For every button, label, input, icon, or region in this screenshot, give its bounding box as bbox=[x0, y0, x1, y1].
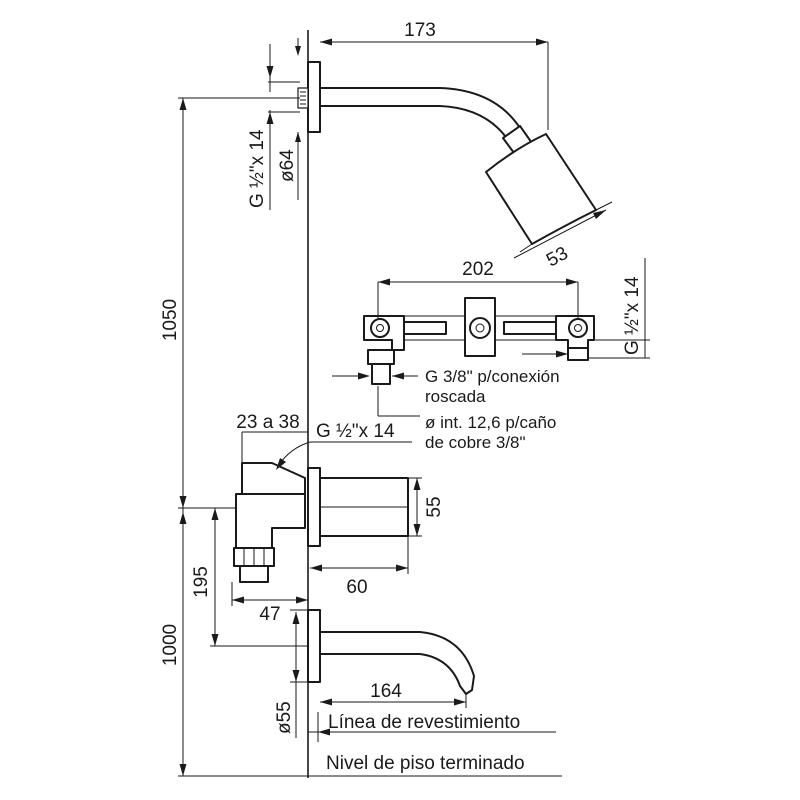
center-valve-port bbox=[469, 317, 491, 339]
shower-arm-assembly bbox=[297, 61, 597, 245]
connection-callouts: G 3/8" p/conexión roscada ø int. 12,6 p/… bbox=[332, 367, 560, 452]
label-total-height: 1050 bbox=[160, 299, 181, 341]
level-finished-floor: Nivel de piso terminado bbox=[178, 753, 562, 777]
dim-valve-spacing: 202 bbox=[377, 259, 579, 318]
label-spout-length: 164 bbox=[370, 681, 402, 702]
mixer-elbow bbox=[235, 493, 306, 549]
label-spout-offset: 47 bbox=[259, 604, 280, 625]
note-copper-line2: de cobre 3/8" bbox=[425, 433, 526, 452]
left-inlet-port bbox=[370, 318, 390, 338]
valve-assembly bbox=[363, 297, 595, 385]
mixer-inlet-tail bbox=[239, 565, 269, 583]
shower-arm bbox=[319, 87, 521, 141]
label-mixer-thread: G ½"x 14 bbox=[316, 421, 395, 442]
mixer-upper-connector bbox=[241, 462, 306, 495]
label-flange-diameter: ø64 bbox=[277, 149, 298, 182]
mixer-assembly bbox=[233, 462, 409, 583]
label-mixer-to-spout: 195 bbox=[191, 566, 212, 598]
dim-mixer-body-width: 60 bbox=[310, 536, 409, 598]
dim-spout-offset: 47 bbox=[231, 582, 308, 625]
dim-spout-height: 1000 bbox=[160, 508, 187, 776]
label-mixer-body-height: 55 bbox=[424, 496, 445, 517]
spout-flange bbox=[307, 609, 321, 683]
label-shower-head-size: 53 bbox=[543, 243, 572, 271]
dim-shower-arm-length: 173 bbox=[320, 20, 549, 130]
bath-spout bbox=[319, 631, 475, 695]
label-mixer-wall-depth: 23 a 38 bbox=[236, 412, 299, 433]
label-shower-arm-length: 173 bbox=[404, 20, 436, 41]
note-connection-line2: roscada bbox=[425, 387, 486, 406]
pipe-segment bbox=[403, 321, 447, 335]
dim-mixer-body-height: 55 bbox=[408, 477, 445, 537]
mixer-escutcheon bbox=[307, 467, 321, 547]
right-inlet-port bbox=[568, 318, 588, 338]
label-finished-floor: Nivel de piso terminado bbox=[326, 753, 525, 774]
label-cladding-line: Línea de revestimiento bbox=[328, 712, 520, 733]
left-connection-tail bbox=[371, 363, 391, 385]
dim-total-height: 1050 bbox=[160, 97, 300, 509]
label-right-inlet-thread: G ½"x 14 bbox=[622, 276, 643, 355]
label-spout-height: 1000 bbox=[160, 624, 181, 666]
note-connection-line1: G 3/8" p/conexión bbox=[425, 367, 560, 386]
dim-mixer-thread: G ½"x 14 bbox=[276, 421, 412, 470]
right-inlet-nut bbox=[567, 347, 589, 361]
note-copper-line1: ø int. 12,6 p/caño bbox=[425, 413, 556, 432]
dim-right-inlet-thread: G ½"x 14 bbox=[522, 258, 650, 359]
dim-arm-thread: G ½"x 14 bbox=[247, 44, 300, 210]
dim-flange-diameter: ø64 bbox=[277, 38, 301, 200]
label-arm-thread: G ½"x 14 bbox=[247, 129, 268, 208]
shower-head bbox=[485, 133, 597, 245]
dim-spout-diameter: ø55 bbox=[274, 609, 308, 738]
shower-flange bbox=[307, 61, 321, 133]
pipe-segment bbox=[503, 321, 557, 335]
dim-spout-length: 164 bbox=[320, 681, 467, 708]
dim-mixer-wall-depth: 23 a 38 bbox=[236, 412, 308, 466]
left-connection-nut bbox=[367, 349, 395, 365]
label-spout-diameter: ø55 bbox=[274, 701, 295, 734]
dim-mixer-to-spout: 195 bbox=[191, 507, 308, 647]
label-valve-spacing: 202 bbox=[462, 259, 494, 280]
level-cladding: Línea de revestimiento bbox=[308, 712, 556, 742]
label-mixer-body-width: 60 bbox=[346, 577, 367, 598]
